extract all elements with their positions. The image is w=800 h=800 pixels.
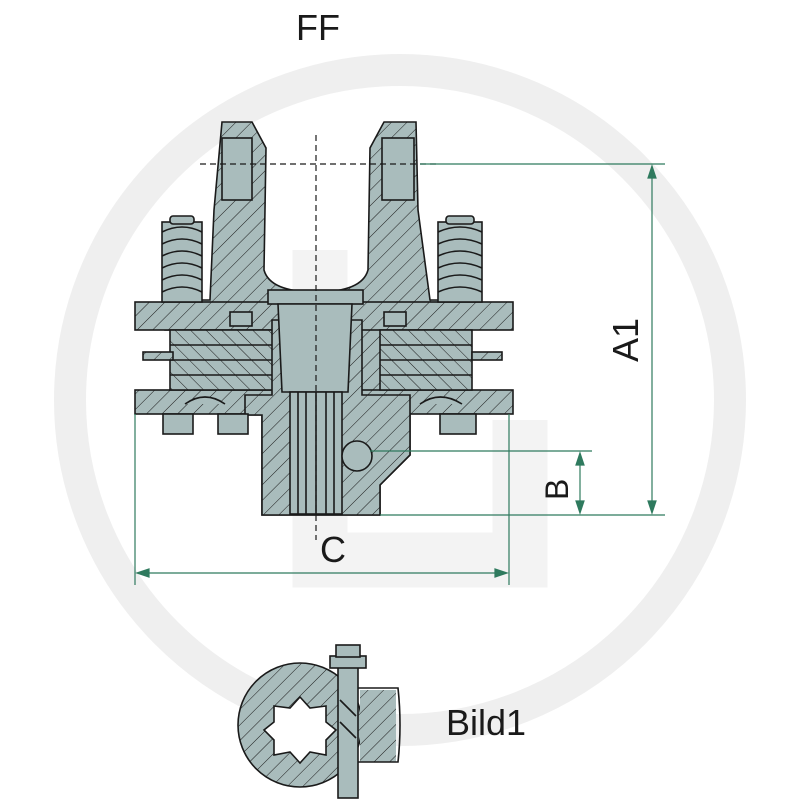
title-label: FF <box>296 7 340 48</box>
right-spring <box>437 215 483 303</box>
inner-bushing <box>277 303 353 393</box>
center-lines <box>200 135 440 540</box>
left-spring <box>161 215 203 303</box>
dimension-lines <box>134 163 665 585</box>
right-prong-face <box>381 137 415 201</box>
left-prong-face <box>221 137 253 201</box>
locking-pin <box>341 440 373 472</box>
bild1-detail <box>237 644 401 799</box>
dimension-label-b: B <box>539 479 575 500</box>
yoke-cross-section <box>134 121 514 516</box>
dimension-label-c: C <box>320 529 346 570</box>
dimension-label-a1: A1 <box>605 318 646 362</box>
star-spline-bore <box>262 695 338 765</box>
detail-label: Bild1 <box>446 702 526 743</box>
